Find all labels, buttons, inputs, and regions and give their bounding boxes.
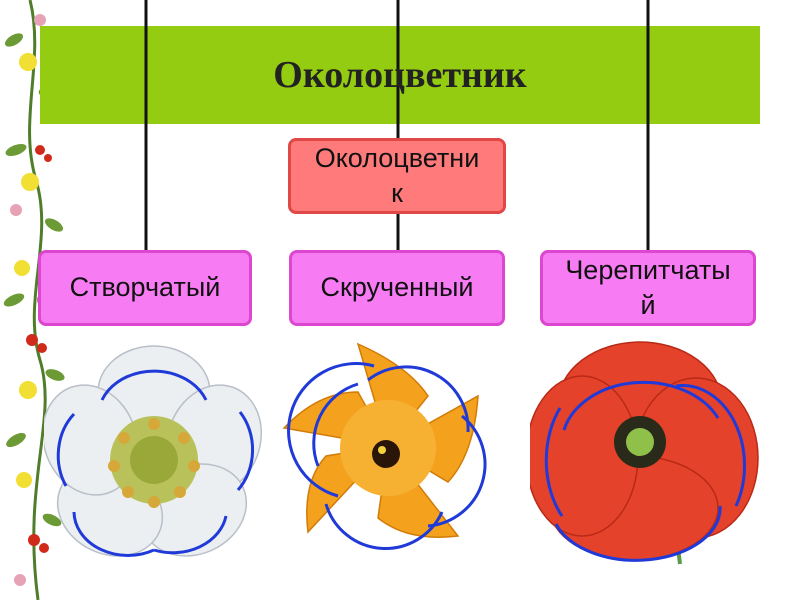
type-node-label: Черепитчаты й	[565, 254, 731, 320]
perianth-outline	[287, 362, 487, 551]
type-node-imbricate: Черепитчаты й	[540, 250, 756, 326]
center-node-label: Околоцветни к	[314, 142, 480, 208]
type-node-label: Скрученный	[320, 272, 474, 303]
red-flower-image	[530, 341, 759, 565]
floral-border	[3, 0, 65, 600]
diagram-title: Околоцветник	[273, 54, 527, 96]
type-node-contorted: Скрученный	[289, 250, 505, 326]
title-band	[40, 26, 760, 124]
white-flower-image	[44, 345, 263, 557]
center-node: Околоцветни к	[288, 138, 506, 214]
type-node-valvate: Створчатый	[38, 250, 252, 326]
orange-flower-image	[282, 342, 487, 551]
type-node-label: Створчатый	[69, 272, 221, 303]
yellow-flower-icon	[14, 53, 39, 488]
perianth-outline	[56, 369, 255, 557]
perianth-outline	[544, 380, 746, 562]
berry-icon	[26, 145, 52, 553]
